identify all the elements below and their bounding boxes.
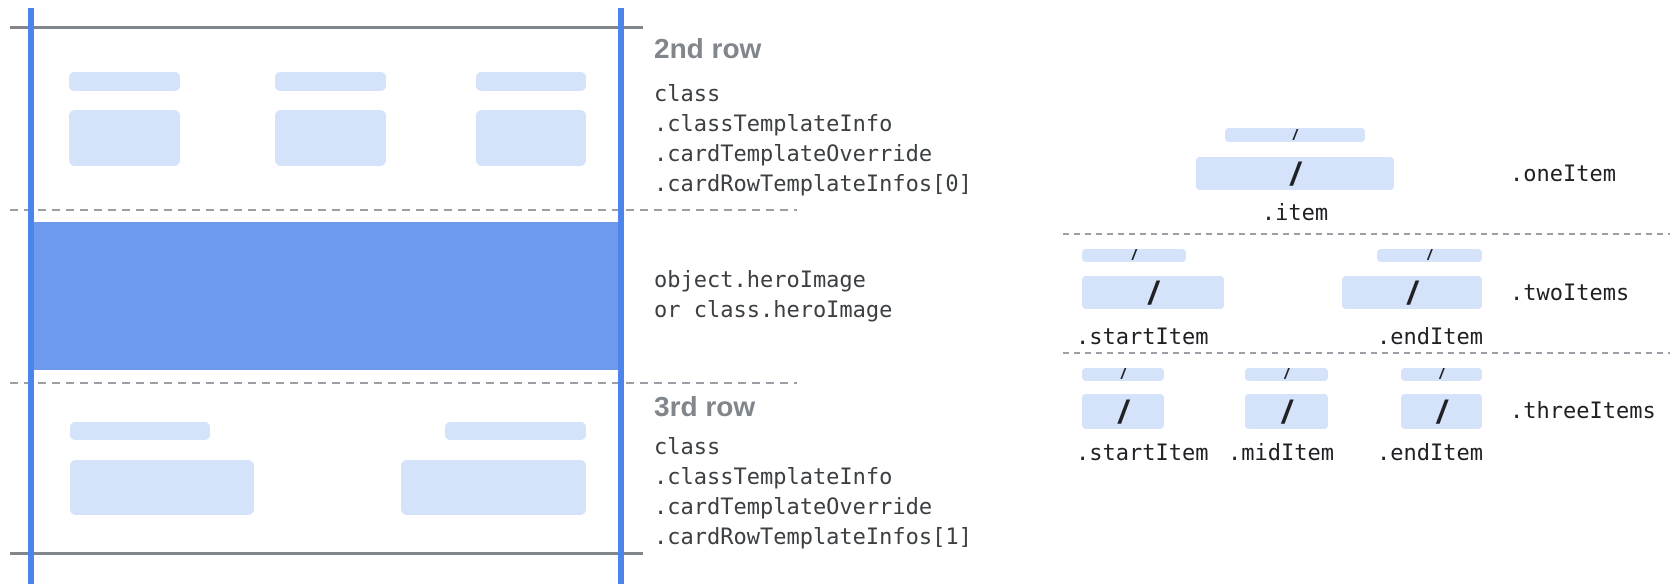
threeItems-startItem-label: .startItem xyxy=(1076,441,1209,466)
row3-col1-value-placeholder xyxy=(70,460,254,515)
row3-code-line-2: .classTemplateInfo xyxy=(654,465,893,490)
row2-title: 2nd row xyxy=(654,33,762,64)
row2-col3-value-placeholder xyxy=(476,110,586,166)
hero-row3-divider xyxy=(10,382,797,384)
threeItems-midItem-label: .midItem xyxy=(1228,441,1334,466)
row2-col2-label-placeholder xyxy=(275,72,386,91)
oneItem-twoItems-divider xyxy=(1063,233,1670,235)
slash-glyph: / xyxy=(1439,366,1444,383)
threeItems-row-name: .threeItems xyxy=(1510,399,1656,424)
twoItems-start-label-bar: / xyxy=(1082,247,1186,264)
slash-glyph: / xyxy=(1120,366,1126,383)
slash-glyph: / xyxy=(1407,274,1417,311)
slash-glyph: / xyxy=(1131,247,1137,264)
threeItems-start-label-bar: / xyxy=(1082,366,1164,383)
card-template-figure xyxy=(0,0,800,584)
row2-col1-label-placeholder xyxy=(69,72,180,91)
hero-image-area xyxy=(31,222,623,370)
row2-col3-label-placeholder xyxy=(476,72,586,91)
threeItems-mid-value-bar: / xyxy=(1245,394,1328,429)
row3-col2-value-placeholder xyxy=(401,460,586,515)
row2-col2-value-placeholder xyxy=(275,110,386,166)
twoItems-end-label-bar: / xyxy=(1377,247,1482,264)
slash-glyph: / xyxy=(1292,126,1298,144)
row2-code-line-2: .classTemplateInfo xyxy=(654,112,893,137)
slash-glyph: / xyxy=(1282,393,1291,430)
slash-glyph: / xyxy=(1427,247,1432,264)
right-margin-guide xyxy=(618,8,624,584)
row3-title: 3rd row xyxy=(654,391,756,422)
slash-glyph: / xyxy=(1118,393,1128,430)
oneItem-value-bar: / xyxy=(1196,157,1394,190)
threeItems-start-value-bar: / xyxy=(1082,394,1164,429)
slash-glyph: / xyxy=(1148,274,1158,311)
row3-code-line-1: class xyxy=(654,435,721,460)
twoItems-row-name: .twoItems xyxy=(1510,281,1630,306)
threeItems-end-value-bar: / xyxy=(1401,394,1482,429)
hero-code-line-1: object.heroImage xyxy=(654,268,866,293)
slash-glyph: / xyxy=(1437,393,1446,430)
row3-col1-label-placeholder xyxy=(70,422,210,440)
oneItem-row-name: .oneItem xyxy=(1510,162,1616,187)
slash-glyph: / xyxy=(1290,155,1300,192)
row2-hero-divider xyxy=(10,209,797,211)
row2-code-line-1: class xyxy=(654,82,721,107)
row2-code-line-4: .cardRowTemplateInfos[0] xyxy=(654,172,972,197)
slash-glyph: / xyxy=(1284,366,1289,383)
oneItem-label-bar: / xyxy=(1225,126,1365,144)
twoItems-endItem-label: .endItem xyxy=(1377,325,1483,350)
twoItems-start-value-bar: / xyxy=(1082,276,1224,309)
row2-code-line-3: .cardTemplateOverride xyxy=(654,142,933,167)
bottom-boundary-line xyxy=(10,552,643,555)
twoItems-threeItems-divider xyxy=(1063,352,1670,354)
threeItems-endItem-label: .endItem xyxy=(1377,441,1483,466)
row3-col2-label-placeholder xyxy=(445,422,586,440)
twoItems-startItem-label: .startItem xyxy=(1076,325,1209,350)
threeItems-mid-label-bar: / xyxy=(1245,366,1328,383)
row2-col1-value-placeholder xyxy=(69,110,180,166)
top-boundary-line xyxy=(10,26,643,29)
threeItems-end-label-bar: / xyxy=(1401,366,1482,383)
oneItem-item-label: .item xyxy=(1261,201,1329,226)
row3-code-line-3: .cardTemplateOverride xyxy=(654,495,933,520)
left-margin-guide xyxy=(28,8,34,584)
hero-code-line-2: or class.heroImage xyxy=(654,298,893,323)
items-legend: / / .item .oneItem / / / / .startItem .e… xyxy=(1000,0,1676,584)
twoItems-end-value-bar: / xyxy=(1342,276,1482,309)
row3-code-line-4: .cardRowTemplateInfos[1] xyxy=(654,525,972,550)
